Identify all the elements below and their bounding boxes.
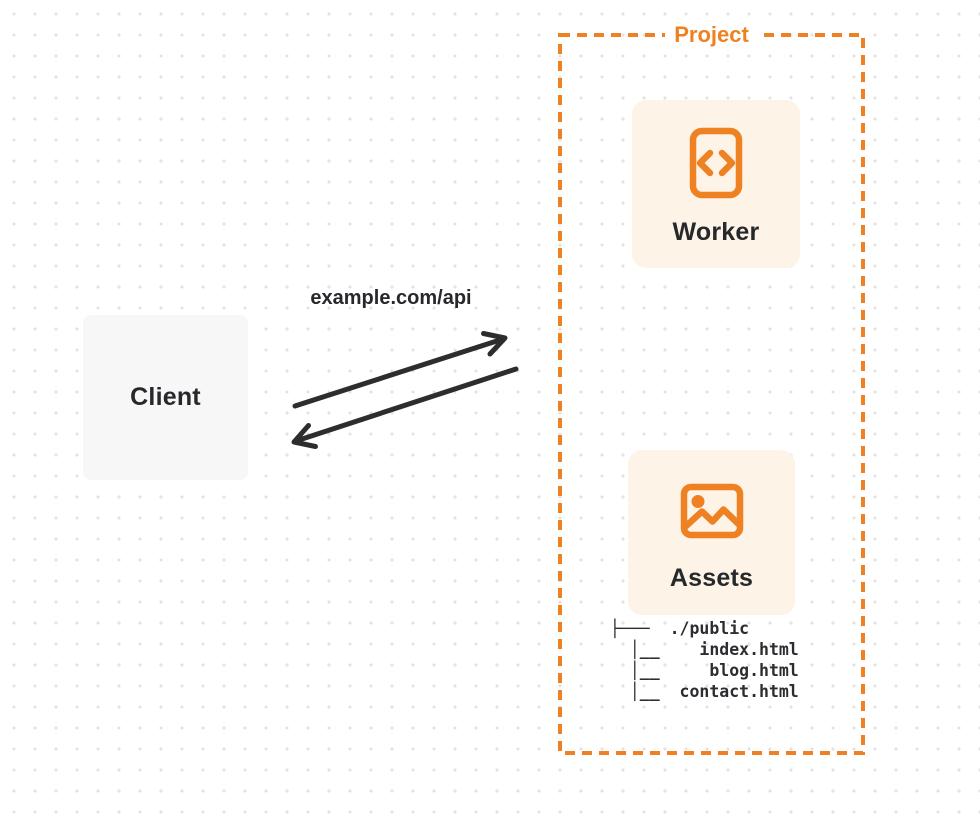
assets-node: Assets	[628, 450, 795, 615]
project-label-text: Project	[665, 22, 758, 48]
code-document-icon	[689, 127, 743, 199]
tree-line-index: │__ index.html	[610, 640, 799, 659]
worker-node: Worker	[632, 100, 800, 268]
worker-label: Worker	[672, 218, 760, 246]
arrowhead-icon	[481, 331, 508, 357]
assets-file-tree: ├─── ./public │__ index.html │__ blog.ht…	[610, 618, 799, 702]
request-arrow	[292, 331, 508, 409]
request-url-label: example.com/api	[310, 287, 472, 309]
tree-line-public: ├─── ./public	[610, 619, 750, 638]
arrowhead-icon	[291, 423, 318, 449]
project-boundary-label: Project	[560, 22, 863, 48]
tree-line-blog: │__ blog.html	[610, 661, 799, 680]
response-arrow	[291, 366, 519, 449]
client-label: Client	[130, 383, 201, 411]
client-node: Client	[83, 315, 248, 480]
tree-line-contact: │__ contact.html	[610, 682, 799, 701]
assets-label: Assets	[669, 564, 754, 592]
image-icon	[680, 483, 743, 539]
project-boundary	[558, 33, 865, 755]
